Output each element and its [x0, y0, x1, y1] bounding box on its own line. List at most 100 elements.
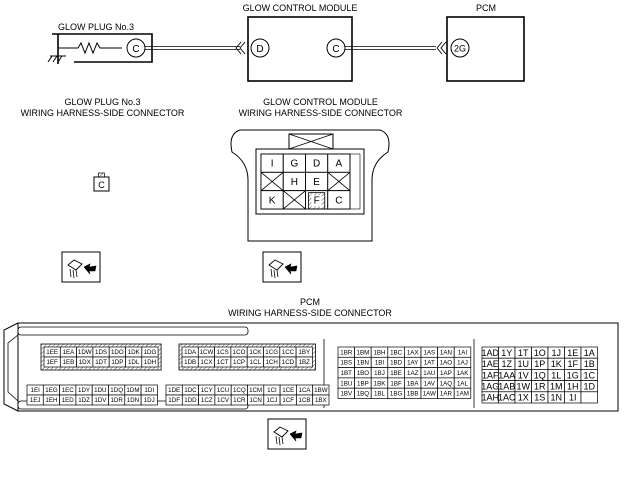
- pcm-pin-label: 1G: [567, 370, 579, 380]
- pcm-pin-label: 1BJ: [374, 370, 385, 377]
- pcm-pin-label: 1CS: [217, 349, 229, 356]
- pcm-pin-label: 1B: [584, 359, 595, 369]
- gcm-title: GLOW CONTROL MODULE: [242, 3, 358, 13]
- pcm-pin-label: 1A: [584, 348, 595, 358]
- pcm-pin-label: 1CU: [217, 387, 229, 394]
- pcm-pin-label: 1CI: [267, 387, 277, 394]
- pcm-pin-label: 1DM: [126, 387, 139, 394]
- gcm-caption-line2: WIRING HARNESS-SIDE CONNECTOR: [238, 108, 403, 118]
- pcm-pin-label: 1BG: [390, 391, 403, 398]
- pcm-pin-label: 1Y: [501, 348, 512, 358]
- pcm-pin-label: 1J: [551, 348, 561, 358]
- pcm-pin-label: 1AQ: [440, 380, 453, 387]
- pcm-pin-label: 1AH: [481, 393, 499, 403]
- glow-plug-title: GLOW PLUG No.3: [58, 22, 135, 32]
- gcm-pin-label: H: [291, 177, 298, 188]
- pcm-pin-label: 1DB: [184, 359, 196, 366]
- pcm-pin-label: 1BM: [357, 349, 370, 356]
- pcm-pin-label: 1K: [551, 359, 562, 369]
- pcm-pin-label: 1BL: [374, 391, 386, 398]
- pcm-pin-label: 1AA: [498, 370, 515, 380]
- pcm-pin-label: 1AF: [482, 370, 499, 380]
- pcm-pin-label: 1C: [583, 370, 595, 380]
- pcm-pin-label: 1DI: [144, 387, 154, 394]
- gp-connector-caption: GLOW PLUG No.3 WIRING HARNESS-SIDE CONNE…: [0, 97, 205, 119]
- pcm-pin-label: 1CD: [282, 359, 295, 366]
- pcm-pin-label: 1N: [550, 393, 562, 403]
- pcm-pin-label: 1CE: [282, 387, 294, 394]
- gcm-pin-label: I: [271, 159, 274, 170]
- pcm-pin-label: 1BX: [315, 397, 327, 404]
- pcm-pin-label: 1BR: [340, 349, 353, 356]
- pcm-pin-label: 1CY: [201, 387, 213, 394]
- gcm-terminal-d: D: [256, 44, 263, 55]
- pcm-pin-label: 1ED: [62, 397, 75, 404]
- pcm-pin-label: 1BP: [357, 380, 369, 387]
- pcm-pin-label: 1CR: [233, 397, 246, 404]
- pcm-pin-label: 1EA: [63, 349, 76, 356]
- pcm-pin-label: 1AC: [498, 393, 516, 403]
- gcm-pin-label: D: [313, 159, 320, 170]
- pcm-pin-label: 1EF: [46, 359, 58, 366]
- pcm-pin-label: 1BK: [374, 380, 387, 387]
- pcm-pin-label: 1CN: [249, 397, 261, 404]
- ground-symbol: [47, 55, 66, 63]
- pcm-pin-label: 1CT: [217, 359, 229, 366]
- pcm-pin-label: 1DA: [184, 349, 197, 356]
- pcm-pin-label: 1DY: [78, 387, 90, 394]
- pcm-pin-label: 1CO: [233, 349, 246, 356]
- pcm-pin-label: 1T: [518, 348, 529, 358]
- pcm-pin-label: 1DX: [79, 359, 91, 366]
- pcm-pin-label: 1U: [517, 359, 529, 369]
- gcm-pin-label: K: [269, 195, 276, 206]
- pcm-pin-label: 1AR: [440, 391, 453, 398]
- pcm-pin-label: 1EI: [31, 387, 41, 394]
- pcm-caption-line1: PCM: [300, 297, 320, 307]
- pcm-pin-label: 1DC: [184, 387, 197, 394]
- pcm-pin-label: 1DT: [95, 359, 107, 366]
- pcm-pin-label: 1BZ: [299, 359, 311, 366]
- pcm-pin-label: 1BS: [340, 360, 352, 367]
- pcm-pin-label: 1CJ: [266, 397, 277, 404]
- pcm-pin-label: 1DD: [184, 397, 197, 404]
- pcm-pin-label: 1CF: [282, 397, 294, 404]
- pcm-pin-label: 1CL: [250, 359, 262, 366]
- pcm-pin-label: 1AU: [423, 370, 435, 377]
- pcm-pin-label: 1AV: [424, 380, 436, 387]
- pcm-pin-label: 1P: [534, 359, 545, 369]
- pcm-terminal-2g: 2G: [454, 44, 466, 54]
- pcm-pin-label: 1BA: [407, 380, 420, 387]
- pcm-pin-label: 1E: [567, 348, 578, 358]
- pcm-pin-label: 1S: [534, 393, 545, 403]
- pcm-pin-label: 1BU: [340, 380, 352, 387]
- pcm-pin-label: 1CH: [265, 359, 277, 366]
- pcm-pin-label: 1L: [551, 370, 561, 380]
- pcm-pin-label: 1AK: [457, 370, 470, 377]
- pcm-pin-label: 1EB: [63, 359, 75, 366]
- pcm-pin-label: 1BN: [357, 360, 369, 367]
- pcm-pin-label: 1CQ: [233, 387, 246, 394]
- pcm-pin-label: 1EG: [45, 387, 58, 394]
- pcm-pin-label: 1Z: [501, 359, 512, 369]
- connector-view-icon: [61, 251, 101, 283]
- glow-plug-component: C: [47, 33, 153, 64]
- pcm-pin-label: 1BF: [390, 380, 402, 387]
- pcm-pin-label: 1CX: [200, 359, 212, 366]
- pcm-pin-label: 1H: [567, 382, 579, 392]
- gcm-pin-label: A: [336, 159, 343, 170]
- pcm-pin-label: 1EH: [45, 397, 57, 404]
- pcm-pin-label: 1CV: [217, 397, 230, 404]
- pcm-pin-label: 1AZ: [407, 370, 419, 377]
- pcm-caption-line2: WIRING HARNESS-SIDE CONNECTOR: [228, 308, 392, 318]
- pcm-pin-label: 1DN: [127, 397, 139, 404]
- pcm-pin-label: 1DO: [111, 349, 124, 356]
- pcm-pin-label: 1F: [567, 359, 578, 369]
- gp-caption-line2: WIRING HARNESS-SIDE CONNECTOR: [20, 108, 185, 118]
- pcm-pin-label: 1BQ: [357, 391, 370, 398]
- pcm-pin-label: 1BD: [390, 360, 403, 367]
- pcm-pin-label: 1AG: [481, 382, 499, 392]
- pcm-pin-label: 1BI: [375, 360, 385, 367]
- pcm-pin-label: 1DR: [110, 397, 123, 404]
- pcm-pin-label: 1AE: [482, 359, 499, 369]
